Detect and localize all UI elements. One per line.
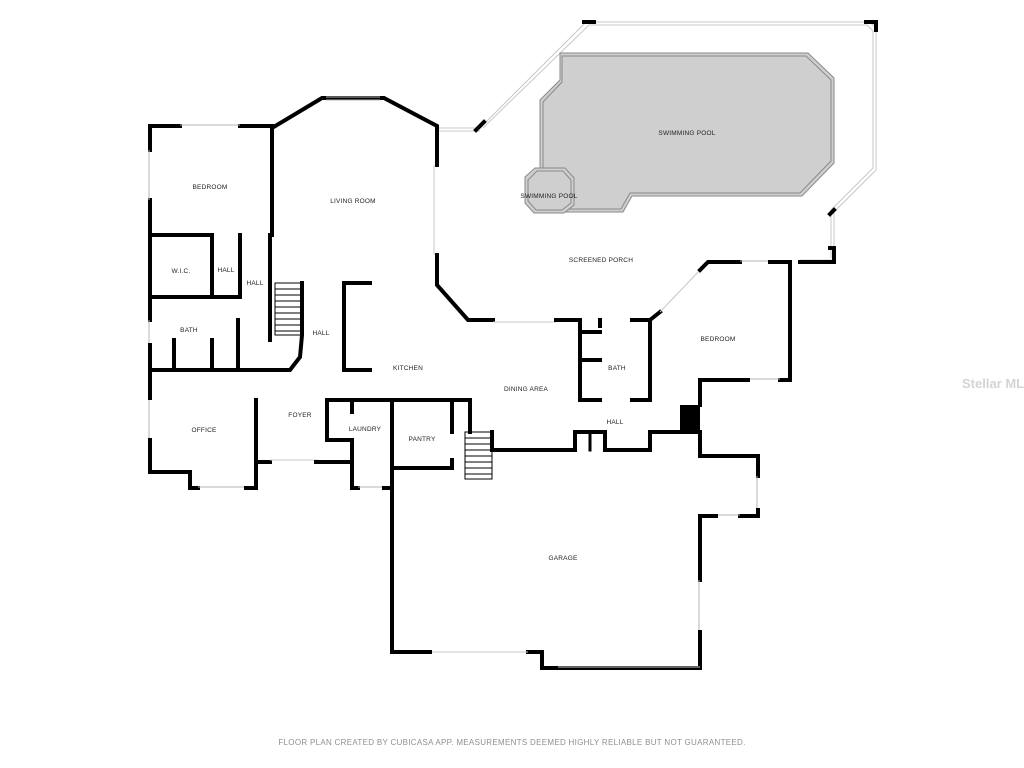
label-foyer: FOYER [288, 412, 311, 419]
label-hall-3: HALL [312, 330, 329, 337]
label-hall-4: HALL [606, 419, 623, 426]
label-hall-2: HALL [246, 280, 263, 287]
label-dining-area: DINING AREA [504, 386, 549, 393]
label-swimming-pool-main: SWIMMING POOL [658, 130, 715, 137]
label-laundry: LAUNDRY [349, 426, 382, 433]
label-bedroom-left: BEDROOM [193, 184, 228, 191]
label-pantry: PANTRY [409, 436, 436, 443]
footer-disclaimer: FLOOR PLAN CREATED BY CUBICASA APP. MEAS… [278, 738, 745, 747]
label-swimming-pool-spa: SWIMMING POOL [520, 193, 577, 200]
label-wic: W.I.C. [172, 268, 191, 275]
porch-frame-walls [473, 20, 878, 264]
stairs-middle [464, 431, 493, 480]
label-garage: GARAGE [548, 555, 577, 562]
label-bath-left: BATH [180, 327, 198, 334]
label-kitchen: KITCHEN [393, 365, 423, 372]
label-office: OFFICE [191, 427, 216, 434]
watermark: Stellar MLS [962, 376, 1024, 391]
swimming-pool [524, 52, 835, 214]
label-living-room: LIVING ROOM [330, 198, 376, 205]
label-hall-1: HALL [217, 267, 234, 274]
stairs-left [274, 282, 303, 336]
house-walls [148, 96, 792, 670]
label-screened-porch: SCREENED PORCH [569, 257, 633, 264]
label-bath-right: BATH [608, 365, 626, 372]
label-bedroom-right: BEDROOM [701, 336, 736, 343]
room-labels: SWIMMING POOL SWIMMING POOL SCREENED POR… [172, 130, 736, 562]
